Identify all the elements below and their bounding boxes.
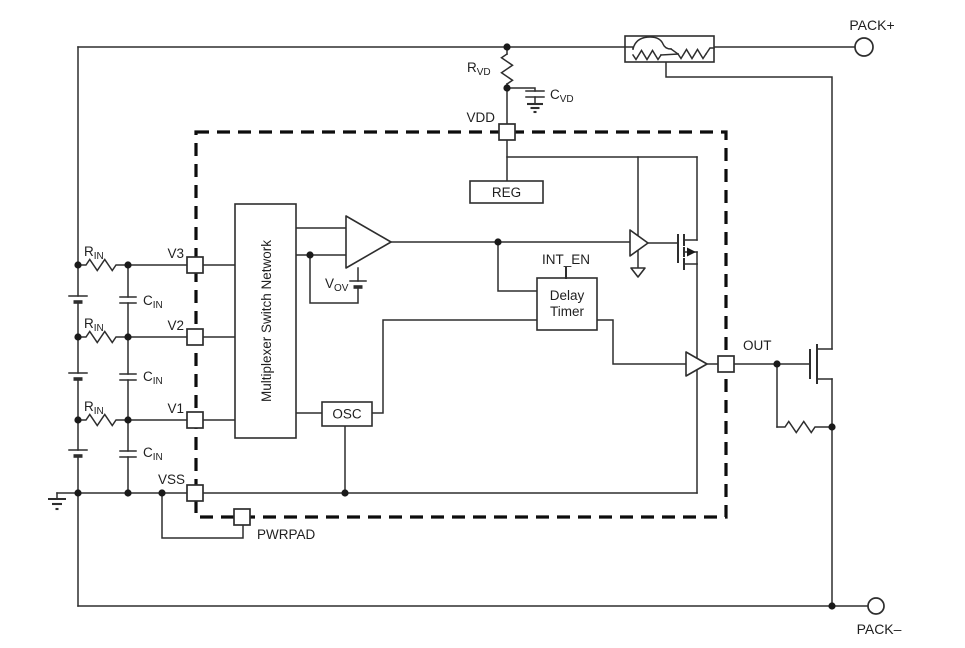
- battery-cell-bottom: [68, 449, 88, 458]
- pack-minus-label: PACK–: [857, 621, 902, 637]
- fuse-with-heater: [624, 35, 715, 63]
- delay-timer-label-line2: Timer: [550, 304, 584, 319]
- mux-block: Multiplexer Switch Network: [234, 203, 297, 439]
- gate-driver-buffer: [629, 229, 649, 257]
- v3-label: V3: [167, 246, 184, 261]
- ground-symbol: [48, 492, 66, 511]
- reg-block: REG: [469, 180, 544, 204]
- out-label: OUT: [743, 338, 772, 353]
- rin-label-v3: RIN: [84, 244, 104, 262]
- mux-label: Multiplexer Switch Network: [259, 240, 274, 402]
- ov-comparator: [345, 215, 392, 269]
- int-en-label: INT_EN: [542, 252, 590, 267]
- pin-v1: [186, 411, 204, 429]
- pwrpad-label: PWRPAD: [257, 527, 316, 542]
- vov-reference: [349, 280, 367, 289]
- osc-block: OSC: [321, 401, 373, 427]
- rvd-resistor: [500, 52, 514, 86]
- v2-label: V2: [167, 318, 184, 333]
- out-driver: [685, 351, 708, 377]
- battery-cell-middle: [68, 372, 88, 381]
- rin-resistor-v1: [77, 413, 129, 427]
- pack-minus-terminal: PACK–: [857, 597, 902, 637]
- rvd-label: RVD: [467, 60, 491, 78]
- pack-plus-terminal: PACK+: [849, 17, 895, 57]
- pin-pwrpad: [233, 508, 251, 526]
- rin-label-v2: RIN: [84, 316, 104, 334]
- external-fet: [809, 344, 818, 384]
- delay-timer-label-line1: Delay: [550, 288, 585, 303]
- cin-capacitor-bottom: [119, 450, 137, 458]
- osc-label: OSC: [332, 407, 362, 422]
- cin-label-bottom: CIN: [143, 445, 163, 463]
- pin-out: [717, 355, 735, 373]
- cvd-label: CVD: [550, 87, 574, 105]
- battery-cell-top: [68, 295, 88, 304]
- rin-label-v1: RIN: [84, 399, 104, 417]
- internal-fet: [677, 234, 696, 270]
- reg-label: REG: [492, 185, 521, 200]
- gate-resistor: [776, 420, 833, 434]
- pin-v3: [186, 256, 204, 274]
- wire-layer: [56, 46, 869, 607]
- vss-label: VSS: [158, 472, 185, 487]
- pin-vss: [186, 484, 204, 502]
- cin-label-middle: CIN: [143, 369, 163, 387]
- pin-vdd: [498, 123, 516, 141]
- rin-resistor-v3: [77, 258, 129, 272]
- fet-body-arrow: [687, 247, 696, 257]
- junction-dots: [74, 43, 836, 610]
- pack-plus-label: PACK+: [849, 17, 894, 33]
- vdd-label: VDD: [466, 110, 495, 125]
- delay-timer-block: Delay Timer INT_EN: [536, 252, 598, 331]
- v1-label: V1: [167, 401, 184, 416]
- down-arrow: [630, 267, 646, 278]
- cin-label-top: CIN: [143, 293, 163, 311]
- pin-v2: [186, 328, 204, 346]
- ic-boundary: [194, 130, 728, 519]
- cvd-capacitor: [525, 90, 545, 114]
- rin-resistor-v2: [77, 330, 129, 344]
- cin-capacitor-top: [119, 296, 137, 304]
- vov-label: VOV: [325, 276, 349, 294]
- cin-capacitor-middle: [119, 373, 137, 381]
